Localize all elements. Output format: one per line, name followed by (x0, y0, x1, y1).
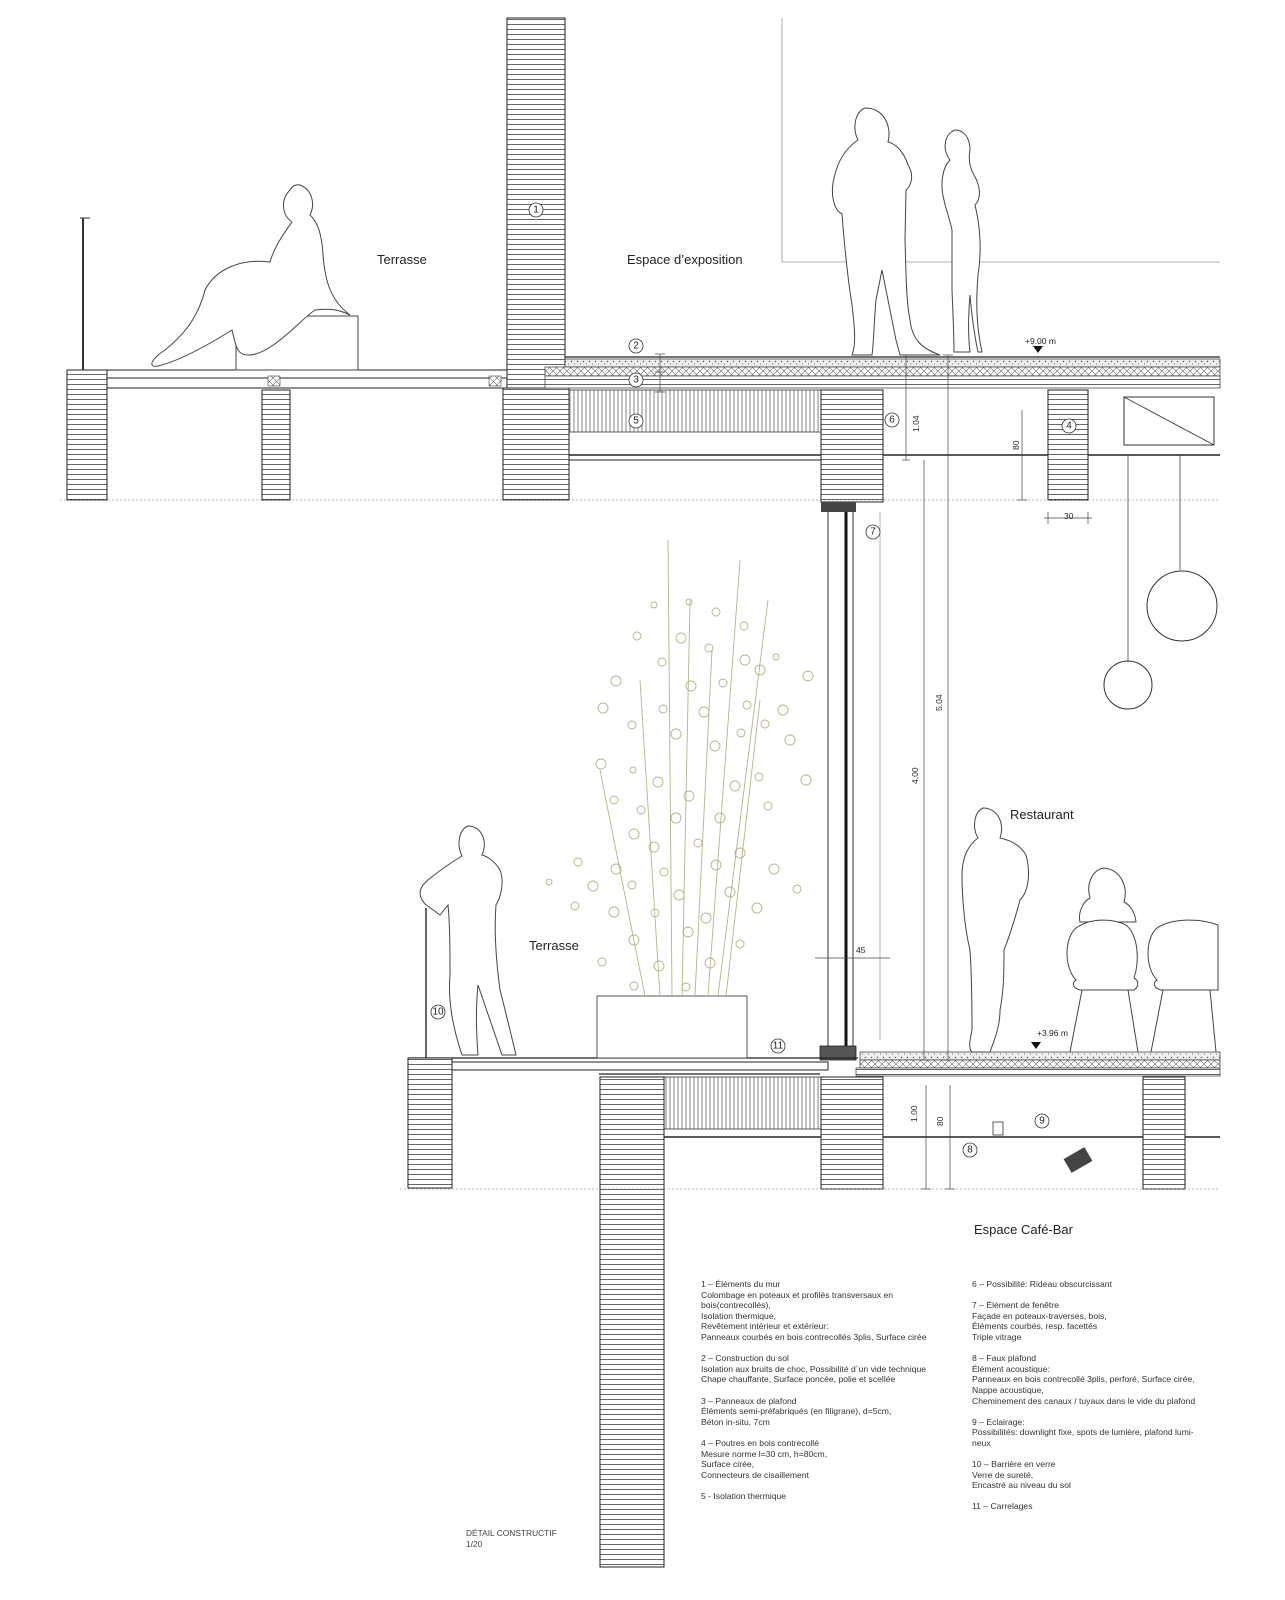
level-upper-text: +9.00 m (1025, 336, 1056, 346)
legend-line: neux (972, 1437, 991, 1448)
legend-item: 6 – Possibilité: Rideau obscurcissant (972, 1279, 1262, 1290)
dim-45: 45 (856, 945, 866, 955)
legend-line: 7 – Élément de fenêtre (972, 1300, 1059, 1311)
standing-person-restaurant (961, 807, 1029, 1053)
legend-line: Encastré au niveau du sol (972, 1480, 1071, 1491)
marker-10: 10 (432, 1007, 444, 1018)
legend-line: 5 - Isolation thermique (701, 1490, 787, 1501)
legend-line: 2 – Construction du sol (701, 1353, 789, 1364)
legend-line: Connecteurs de cisaillement (701, 1469, 809, 1480)
caption-title: DÉTAIL CONSTRUCTIF (466, 1528, 557, 1538)
marker-8: 8 (967, 1145, 973, 1156)
level-markers (1031, 346, 1043, 1049)
legend-line: Verre de sureté, (972, 1469, 1034, 1480)
legend-item: 9 – Eclairage:Possibilités: downlight fi… (972, 1417, 1262, 1449)
legend-line: 9 – Eclairage: (972, 1416, 1025, 1427)
legend-line: Triple vitrage (972, 1331, 1022, 1342)
label-espace-cafe-bar: Espace Café-Bar (974, 1222, 1074, 1237)
legend-line: Isolation aux bruits de choc, Possibilit… (701, 1363, 927, 1374)
label-espace-exposition: Espace d’exposition (627, 252, 743, 267)
pendant-lamps (1103, 455, 1218, 710)
marker-9: 9 (1039, 1116, 1045, 1127)
legend-line: Chape chauffante, Surface poncée, polie … (701, 1374, 896, 1385)
dim-80-upper: 80 (1011, 440, 1021, 450)
legend-line: Revêtement intérieur et extérieur: (701, 1321, 829, 1332)
legend-line: Façade en poteaux-traverses, bois, (972, 1310, 1107, 1321)
label-restaurant: Restaurant (1010, 807, 1074, 822)
legend-line: Nappe acoustique, (972, 1384, 1044, 1395)
legend-right: 6 – Possibilité: Rideau obscurcissant 7 –… (972, 1279, 1262, 1523)
dim-4-00: 4.00 (910, 767, 920, 784)
level-lower-text: +3.96 m (1037, 1028, 1068, 1038)
legend-line: Possibilités: downlight fixe, spots de l… (972, 1427, 1194, 1438)
planter-with-plants (545, 539, 814, 1059)
upper-terrace-structure (66, 217, 508, 501)
legend-line: Colombage en poteaux et profilés transve… (701, 1289, 894, 1300)
legend-line: Cheminement des canaux / tuyaux dans le … (972, 1395, 1196, 1406)
standing-person-lower-terrace (419, 825, 517, 1056)
marker-4: 4 (1066, 421, 1072, 432)
drawing-caption: DÉTAIL CONSTRUCTIF 1/20 (466, 1528, 557, 1549)
legend-line: 4 – Poutres en bois contrecollé (701, 1437, 819, 1448)
caption-scale: 1/20 (466, 1538, 483, 1549)
marker-7: 7 (870, 527, 876, 538)
marker-11: 11 (773, 1041, 784, 1052)
callout-markers (430, 202, 1077, 1158)
marker-1: 1 (533, 205, 539, 216)
legend-line: 6 – Possibilité: Rideau obscurcissant (972, 1279, 1112, 1289)
label-terrasse-lower: Terrasse (529, 938, 579, 953)
dim-1-00: 1.00 (909, 1105, 919, 1122)
dim-5-04: 5.04 (934, 694, 944, 711)
legend-line: Mesure norme l=30 cm, h=80cm, (701, 1448, 828, 1459)
legend-line: 3 – Panneaux de plafond (701, 1395, 797, 1406)
legend-line: Panneaux courbés en bois contrecollés 3p… (701, 1331, 927, 1342)
legend-line: Éléments semi-préfabriqués (en filigrane… (701, 1406, 892, 1417)
label-terrasse-upper: Terrasse (377, 252, 427, 267)
lower-floor-structure (400, 908, 1221, 1568)
dim-1-04: 1.04 (911, 415, 921, 432)
facade-window (819, 502, 881, 1061)
standing-people-upper (831, 107, 983, 356)
seated-person-restaurant (1079, 867, 1137, 923)
legend-line: 11 – Carrelages (972, 1501, 1033, 1512)
upper-floor-structure (60, 18, 1221, 503)
legend-line: Panneaux en bois contrecollé 3plis, perf… (972, 1374, 1195, 1385)
legend-line: 1 – Éléments du mur (701, 1279, 781, 1289)
legend-line: Élément acoustique: (972, 1363, 1050, 1374)
legend-line: Éléments courbés, resp. facettés (972, 1321, 1098, 1332)
dim-80-lower: 80 (935, 1116, 945, 1126)
legend-item: 11 – Carrelages (972, 1501, 1262, 1512)
dimension-lines (655, 353, 1092, 1190)
chairs (1066, 919, 1219, 1053)
marker-5: 5 (633, 416, 639, 427)
legend-line: 8 – Faux plafond (972, 1353, 1037, 1364)
legend-line: Isolation thermique, (701, 1310, 776, 1321)
legend-item: 5 - Isolation thermique (701, 1491, 966, 1502)
legend-line: Surface cirée, (701, 1459, 755, 1470)
seated-person-upper (151, 184, 359, 371)
legend-line: bois(contrecollés), (701, 1300, 771, 1311)
marker-6: 6 (889, 415, 895, 426)
marker-3: 3 (633, 375, 639, 386)
wall-element (502, 17, 570, 501)
marker-2: 2 (633, 341, 639, 352)
legend-line: 10 – Barrière en verre (972, 1459, 1056, 1470)
dim-30: 30 (1064, 511, 1074, 521)
legend-line: Béton in-situ, 7cm (701, 1416, 770, 1427)
